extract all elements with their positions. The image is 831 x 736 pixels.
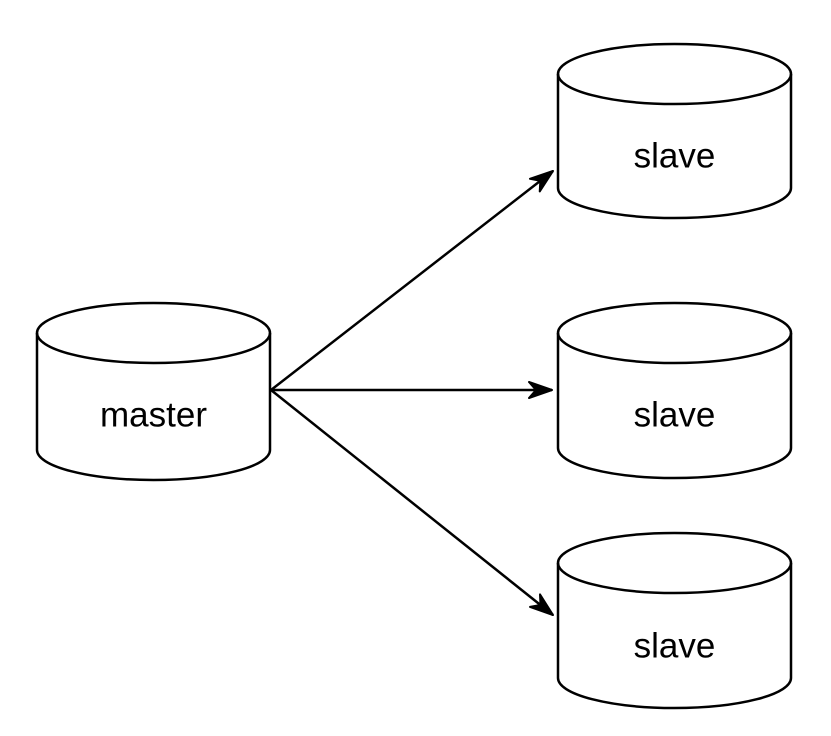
slave-3-cylinder-top-curve [556,562,793,595]
node-slave-3-label: slave [634,627,716,666]
node-slave-3: slave [556,531,793,710]
master-cylinder-top-curve [35,332,272,365]
node-master-label: master [100,396,207,435]
slave-2-cylinder-top-curve [556,332,793,365]
slave-1-cylinder-shape [556,42,793,220]
master-cylinder-shape [35,301,272,482]
edges-group [270,170,554,616]
slave-2-cylinder-shape [556,301,793,480]
slave-1-cylinder-top-curve [556,73,793,106]
slave-3-cylinder-shape [556,531,793,710]
edge-arrow-master-to-slave-1 [270,170,554,391]
node-slave-1: slave [556,42,793,220]
edge-arrow-master-to-slave-3 [270,389,554,616]
node-slave-1-label: slave [634,137,716,176]
node-slave-2: slave [556,301,793,480]
node-slave-2-label: slave [634,396,716,435]
node-master: master [35,301,272,482]
